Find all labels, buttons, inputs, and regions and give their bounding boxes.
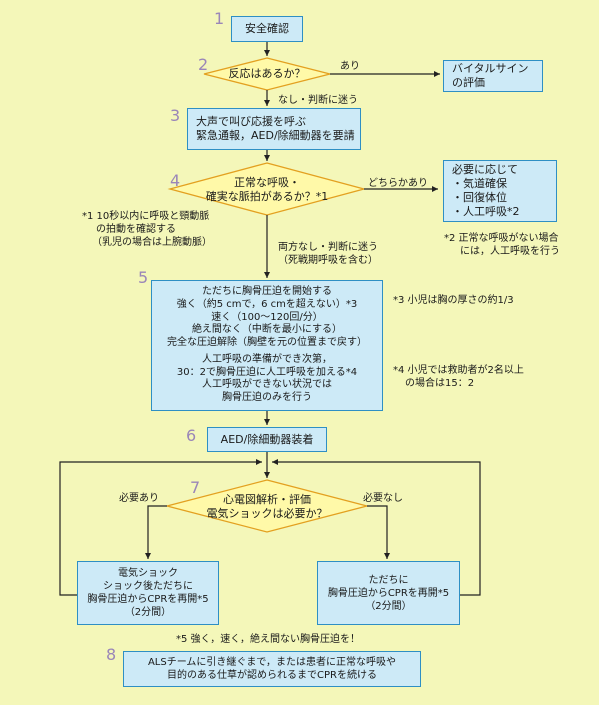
vital-line-1: バイタルサイン: [452, 62, 529, 75]
noshock-line-3: （2分間）: [365, 600, 412, 612]
label-either-present: どちらかあり: [368, 178, 428, 189]
note2-line-1: *2 正常な呼吸がない場合: [444, 233, 559, 244]
box6-text: AED/除細動器装着: [220, 432, 314, 446]
note1-line-2: の拍動を確認する: [96, 224, 176, 235]
footnote-5: *5 強く，速く，絶え間ない胸骨圧迫を！: [176, 634, 360, 645]
step-number-4: 4: [170, 171, 181, 190]
footnote-3: *3 小児は胸の厚さの約1/3: [393, 295, 514, 306]
footnote-2: *2 正常な呼吸がない場合 には，人工呼吸を行う: [444, 232, 560, 258]
step-number-5: 5: [138, 268, 149, 287]
label-no-response: なし・判断に迷う: [278, 95, 358, 106]
vital-line-2: の評価: [452, 76, 485, 89]
step-number-3: 3: [170, 106, 181, 125]
step-number-1: 1: [214, 9, 225, 28]
diamond-7: [164, 479, 370, 533]
airway-line-2: ・気道確保: [452, 177, 507, 190]
box-aed-attach: AED/除細動器装着: [207, 427, 327, 452]
box-airway-support: 必要に応じて ・気道確保 ・回復体位 ・人工呼吸*2: [443, 160, 557, 222]
diamond-4-line-2: 確実な脈拍があるか？*1: [205, 190, 329, 203]
step-number-6: 6: [186, 426, 197, 445]
shock-line-4: （2分間）: [124, 607, 172, 618]
airway-line-1: 必要に応じて: [452, 163, 518, 176]
note4-line-1: *4 小児では救助者が2名以上: [393, 365, 524, 376]
box-call-help: 大声で叫び応援を呼ぶ 緊急通報，AED/除細動器を要請: [187, 108, 361, 150]
airway-line-3: ・回復体位: [452, 191, 507, 204]
note1-line-3: （乳児の場合は上腕動脈）: [92, 237, 212, 248]
box5-line-9: 人工呼吸ができない状況では: [202, 379, 332, 391]
box8-line-1: ALSチームに引き継ぐまで，または患者に正常な呼吸や: [147, 657, 397, 668]
box5-line-8: 30：2で胸骨圧迫に人工呼吸を加える*4: [176, 366, 358, 378]
box5-line-10: 胸骨圧迫のみを行う: [222, 392, 312, 404]
diamond-7-text: 心電図解析・評価 電気ショックは必要か？: [187, 493, 347, 521]
box5-line-4: 絶え間なく（中断を最小にする）: [191, 324, 343, 336]
box8-line-2: 目的のある仕草が認められるまでCPRを続ける: [167, 670, 377, 681]
diamond-2-text: 反応はあるか？: [228, 67, 306, 80]
shock-line-1: 電気ショック: [118, 568, 178, 579]
step-number-7: 7: [190, 478, 201, 497]
diamond-7-line-1: 心電図解析・評価: [223, 493, 311, 506]
label-ari: あり: [340, 61, 360, 72]
ryoho-line-1: 両方なし・判断に迷う: [278, 242, 378, 253]
box3-line-1: 大声で叫び応援を呼ぶ: [196, 115, 306, 128]
box-continue-cpr: ALSチームに引き継ぐまで，または患者に正常な呼吸や 目的のある仕草が認められる…: [123, 651, 421, 687]
box-safety-check: 安全確認: [231, 16, 303, 42]
label-shock-needed: 必要あり: [119, 493, 159, 504]
ryoho-line-2: （死戦期呼吸を含む）: [278, 255, 378, 266]
box5-line-7: 人工呼吸の準備ができ次第，: [202, 354, 332, 366]
box-shock: 電気ショック ショック後ただちに 胸骨圧迫からCPRを再開*5 （2分間）: [77, 561, 219, 625]
shock-line-2: ショック後ただちに: [103, 581, 193, 592]
shock-line-3: 胸骨圧迫からCPRを再開*5: [87, 594, 209, 605]
box-vital-signs: バイタルサイン の評価: [443, 60, 543, 92]
note2-line-2: には，人工呼吸を行う: [460, 246, 560, 257]
box3-line-2: 緊急通報，AED/除細動器を要請: [196, 129, 355, 142]
note4-line-2: の場合は15：2: [405, 378, 475, 389]
footnote-4: *4 小児では救助者が2名以上 の場合は15：2: [393, 364, 524, 390]
diamond-7-line-2: 電気ショックは必要か？: [206, 507, 328, 520]
footnote-1: *1 10秒以内に呼吸と頸動脈 の拍動を確認する （乳児の場合は上腕動脈）: [82, 210, 212, 249]
diamond-4-text: 正常な呼吸・ 確実な脈拍があるか？*1: [190, 176, 344, 204]
step-number-2: 2: [198, 55, 209, 74]
label-shock-not-needed: 必要なし: [363, 493, 403, 504]
step-number-8: 8: [106, 645, 117, 664]
box-chest-compressions: ただちに胸骨圧迫を開始する 強く（約5 cmで，6 cmを超えない）*3 速く（…: [151, 280, 383, 411]
box-safety-check-text: 安全確認: [245, 22, 289, 35]
airway-line-4: ・人工呼吸*2: [452, 205, 520, 218]
label-both-absent: 両方なし・判断に迷う （死戦期呼吸を含む）: [278, 241, 378, 267]
noshock-line-2: 胸骨圧迫からCPRを再開*5: [327, 587, 450, 599]
box-no-shock: ただちに 胸骨圧迫からCPRを再開*5 （2分間）: [317, 561, 460, 625]
box5-line-2: 強く（約5 cmで，6 cmを超えない）*3: [176, 298, 358, 310]
diamond-4-line-1: 正常な呼吸・: [234, 176, 300, 189]
box5-line-1: ただちに胸骨圧迫を開始する: [202, 286, 332, 298]
note1-line-1: *1 10秒以内に呼吸と頸動脈: [82, 211, 210, 222]
box5-line-3: 速く（100〜120回/分）: [211, 311, 323, 323]
box5-line-5: 完全な圧迫解除（胸壁を元の位置まで戻す）: [167, 336, 367, 348]
noshock-line-1: ただちに: [368, 574, 409, 586]
